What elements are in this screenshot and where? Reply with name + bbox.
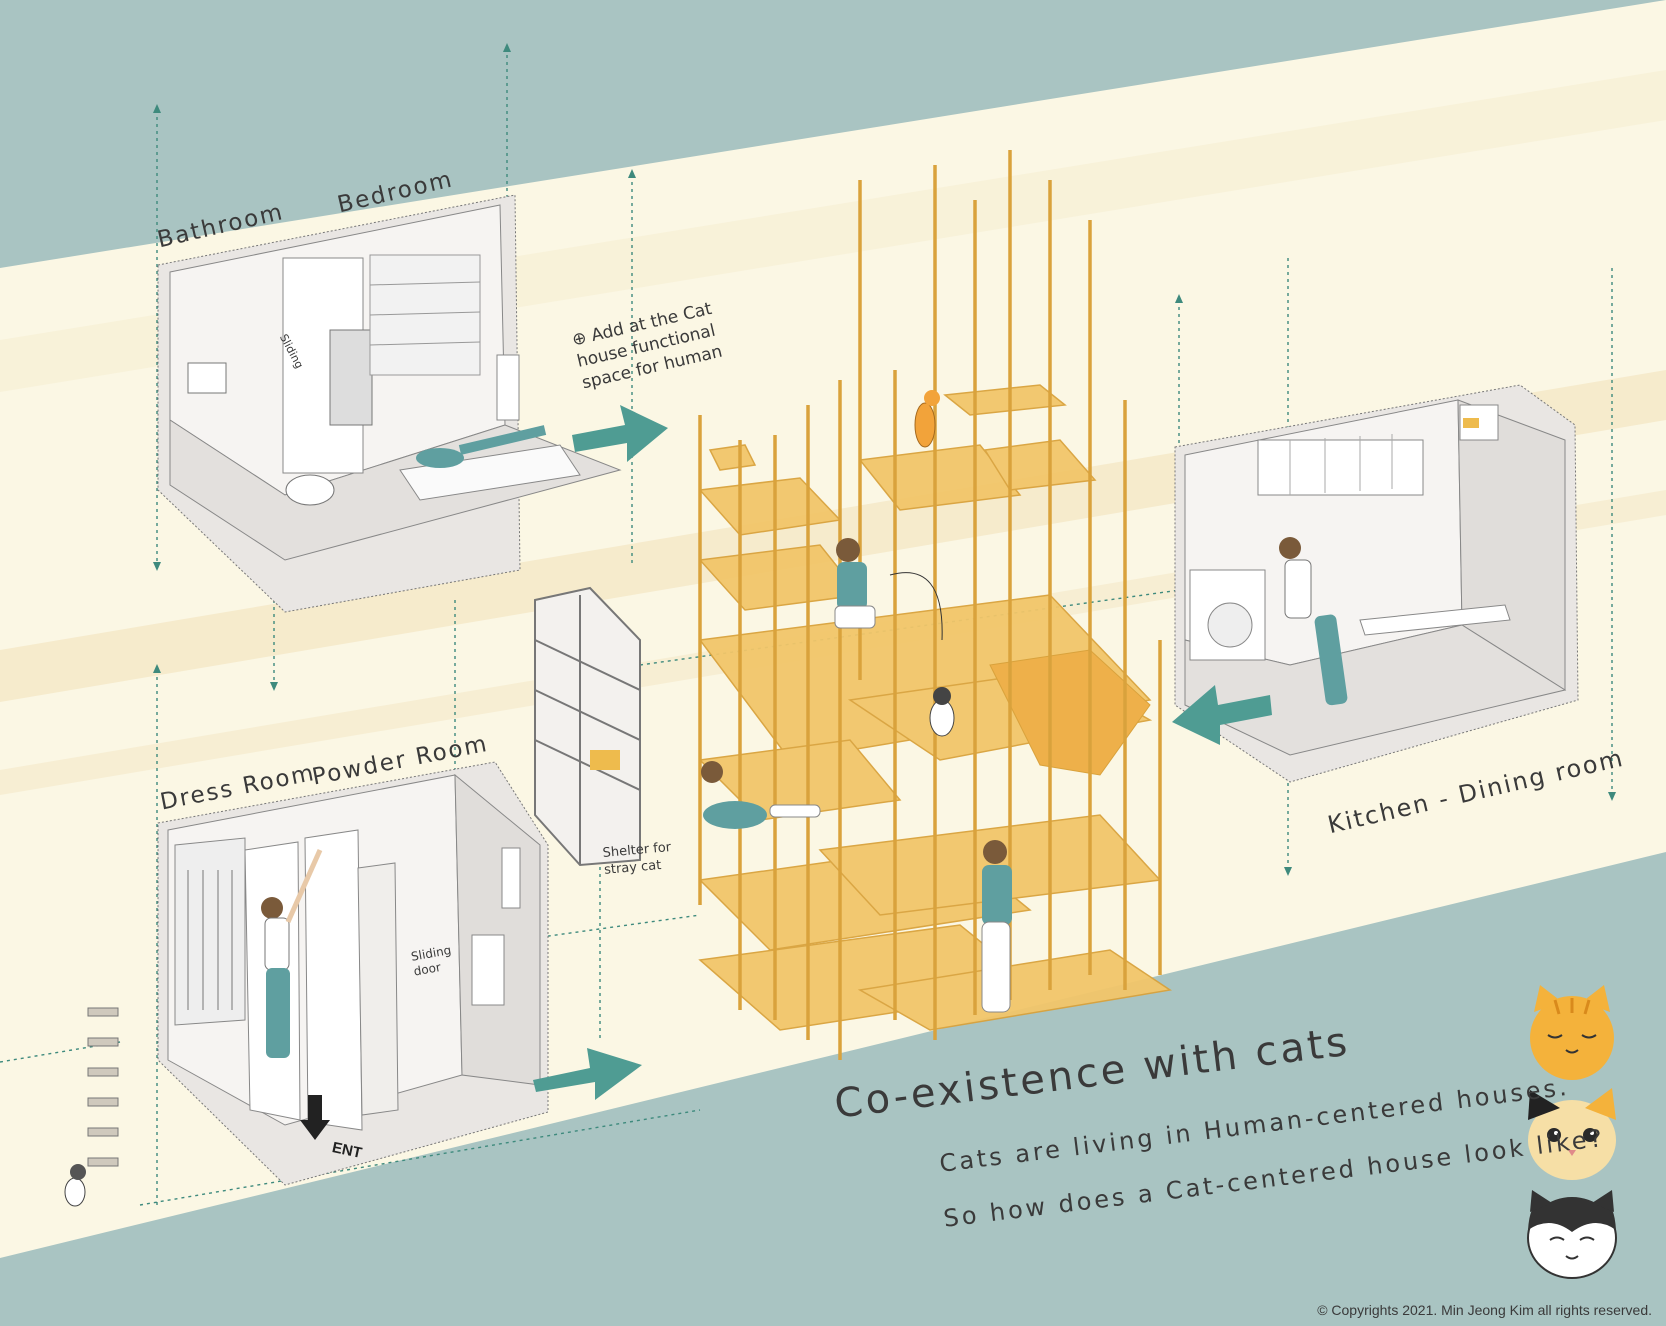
tuxedo-cat-face-icon — [1528, 1190, 1616, 1278]
stray-cat-shelter — [535, 588, 640, 865]
shelter-label: Shelter for stray cat — [602, 838, 680, 878]
person-standing — [982, 840, 1012, 1012]
cat-on-platform — [930, 687, 954, 736]
copyright-notice: © Copyrights 2021. Min Jeong Kim all rig… — [1317, 1302, 1652, 1318]
orange-cat-face-icon — [1530, 985, 1614, 1080]
